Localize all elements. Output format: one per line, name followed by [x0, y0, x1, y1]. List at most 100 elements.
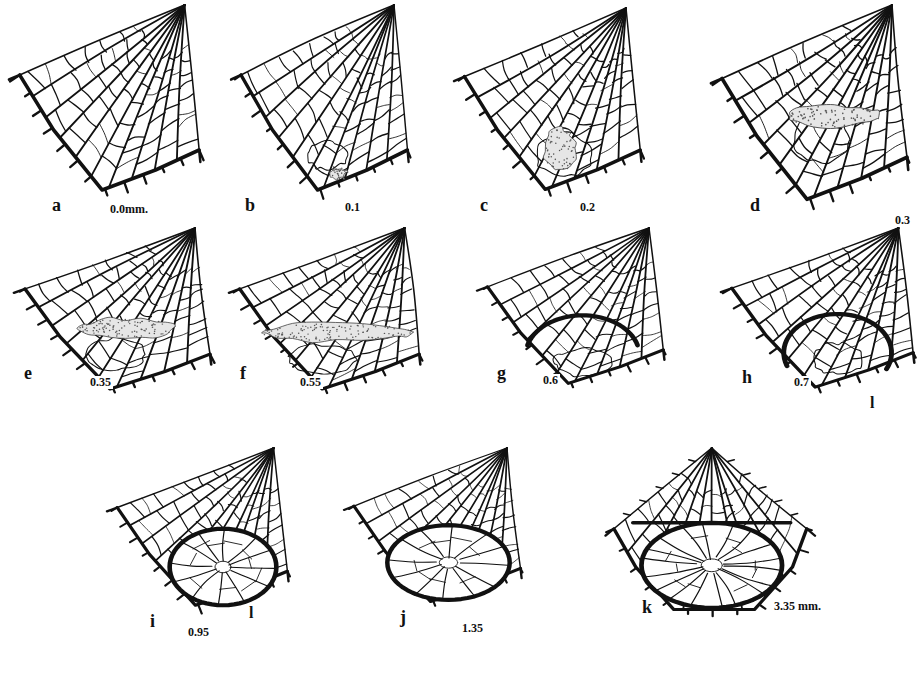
cross-vein	[354, 247, 360, 252]
stipple-dot	[388, 333, 390, 334]
primary-vein	[763, 5, 892, 144]
stipple-dot	[168, 332, 170, 333]
cross-vein	[833, 89, 843, 97]
cross-vein	[353, 102, 366, 111]
cross-vein	[520, 121, 532, 139]
cross-vein	[647, 262, 653, 264]
stipple-dot	[335, 169, 336, 171]
stage-size: 1.35	[460, 622, 485, 635]
vein-stub	[124, 182, 128, 193]
vein-stub	[38, 320, 47, 325]
vein-stub	[743, 473, 750, 475]
vein-stub	[57, 144, 65, 151]
cross-vein	[601, 85, 612, 91]
stipple-dot	[825, 110, 827, 112]
stipple-dot	[301, 339, 303, 340]
stipple-dot	[329, 334, 331, 335]
stipple-dot	[344, 170, 345, 172]
cross-vein	[153, 494, 163, 508]
cross-vein	[149, 299, 157, 306]
cross-vein	[846, 310, 857, 313]
cross-vein	[112, 48, 115, 61]
cross-vein	[856, 266, 859, 275]
stipple-dot	[793, 118, 795, 120]
stipple-dot	[357, 325, 359, 326]
cross-vein	[244, 495, 252, 497]
cross-vein	[135, 282, 141, 291]
primary-vein	[266, 228, 405, 326]
vein-stub	[252, 110, 261, 116]
stipple-dot	[136, 331, 138, 332]
stage-size: 0.95	[186, 626, 211, 639]
stipple-dot	[264, 334, 266, 335]
cross-vein	[612, 262, 616, 268]
panel-letter: j	[398, 608, 408, 628]
cross-vein	[166, 104, 180, 110]
stipple-dot	[92, 330, 94, 331]
cross-vein	[866, 63, 875, 69]
cross-vein	[389, 512, 397, 528]
cross-vein	[269, 278, 282, 292]
cross-vein	[563, 259, 571, 268]
stipple-dot	[387, 327, 389, 328]
stipple-dot	[144, 330, 146, 331]
cross-vein	[785, 516, 792, 538]
cross-vein	[333, 315, 346, 321]
cross-vein	[470, 483, 473, 490]
cross-vein	[182, 60, 190, 62]
vein-stub	[278, 144, 283, 149]
cross-vein	[332, 76, 341, 84]
primary-vein	[177, 5, 185, 160]
cross-vein	[646, 278, 655, 279]
cross-vein	[106, 289, 114, 301]
cross-vein	[152, 257, 154, 265]
cross-vein	[835, 327, 847, 334]
radial-vein	[175, 569, 216, 581]
areole-ring	[527, 315, 637, 345]
cross-vein	[691, 509, 700, 514]
cross-vein	[672, 497, 679, 508]
stipple-dot	[333, 327, 335, 328]
cross-vein	[618, 48, 624, 53]
stipple-dot	[564, 163, 566, 165]
primary-vein	[788, 228, 898, 359]
vein-stub	[608, 370, 610, 375]
cross-vein	[812, 330, 827, 339]
cross-vein	[88, 139, 101, 157]
stipple-dot	[314, 329, 316, 330]
stipple-dot	[836, 120, 838, 122]
cross-vein	[877, 282, 887, 287]
stage-size: 0.6	[541, 374, 560, 387]
cross-vein	[511, 299, 522, 317]
cross-vein	[385, 494, 394, 508]
stipple-dot	[571, 150, 573, 152]
cross-vein	[525, 314, 538, 329]
cross-vein	[458, 466, 460, 474]
stipple-dot	[791, 112, 793, 114]
primary-vein	[519, 8, 626, 157]
vein-stub	[382, 369, 385, 375]
cross-vein	[833, 288, 841, 296]
vein-stub	[363, 376, 366, 383]
cross-vein	[374, 498, 382, 515]
cross-vein	[557, 105, 564, 122]
stipple-dot	[333, 170, 334, 172]
stipple-dot	[332, 175, 333, 177]
cross-vein	[377, 105, 390, 108]
cross-vein	[120, 123, 135, 125]
stipple-dot	[548, 156, 550, 158]
venation-panel	[14, 228, 215, 393]
stipple-dot	[321, 324, 323, 325]
cross-vein	[140, 313, 151, 316]
stipple-dot	[563, 159, 565, 161]
stipple-dot	[842, 112, 844, 114]
cross-vein	[28, 72, 45, 89]
stipple-dot	[852, 124, 854, 126]
vein-stub	[656, 487, 663, 489]
vein-stub	[799, 550, 808, 553]
cross-vein	[642, 335, 661, 347]
cross-vein	[354, 255, 363, 258]
vein-stub	[504, 144, 509, 149]
cross-vein	[138, 106, 154, 117]
stipple-dot	[341, 172, 342, 174]
